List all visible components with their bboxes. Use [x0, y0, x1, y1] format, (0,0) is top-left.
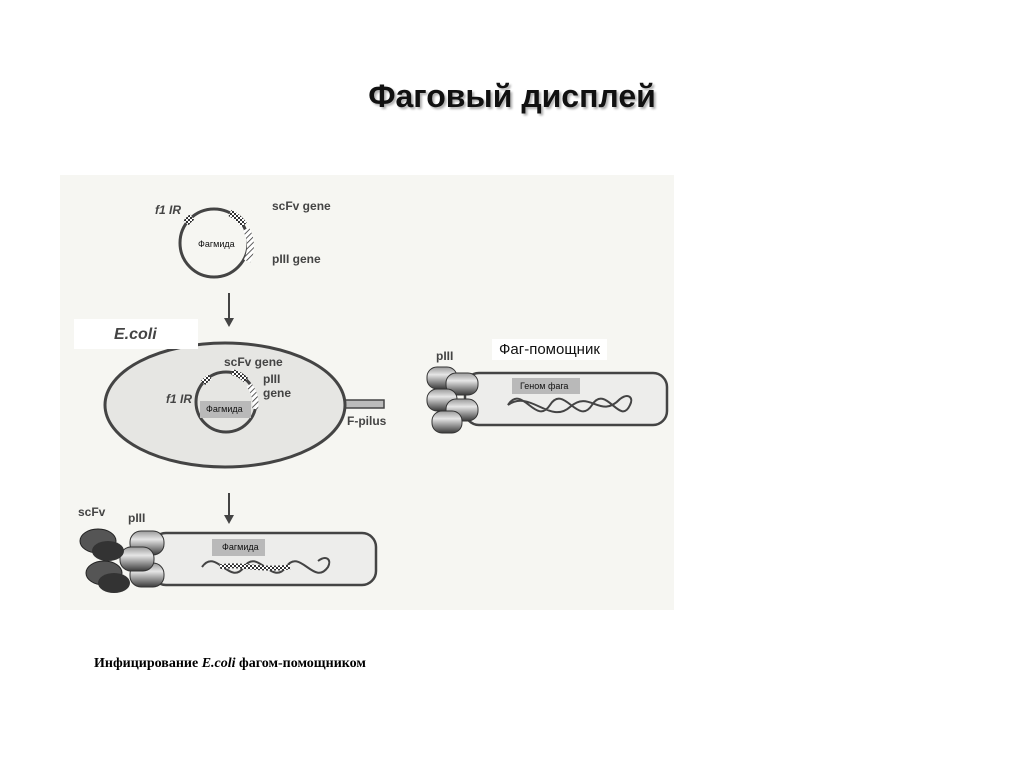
phagemid-plasmid-top — [178, 207, 254, 279]
label-piii-display: pIII — [128, 511, 146, 525]
phage-display-figure: f1 IR scFv gene pIII gene Фагмида E.coli… — [60, 175, 674, 610]
phagemid-label-top: Фагмида — [198, 239, 235, 249]
ecoli-label-bg — [74, 319, 198, 349]
piii-proteins-display — [119, 530, 165, 588]
caption-text-before: Инфицирование — [94, 656, 202, 671]
caption-text-after: фагом-помощником — [235, 656, 366, 671]
label-piii-gene-cell-bottom: gene — [263, 386, 292, 400]
helper-phage — [426, 366, 669, 434]
label-piii-gene-top: pIII gene — [272, 252, 321, 266]
phage-genome-label: Геном фага — [512, 378, 581, 394]
piii-proteins-helper — [426, 366, 479, 434]
helper-phage-label: Фаг-помощник — [492, 339, 607, 360]
diagram-drawing — [79, 207, 669, 593]
label-scfv-gene-top: scFv gene — [272, 199, 331, 213]
slide-title: Фаговый дисплей — [368, 78, 656, 114]
scfv-fragments — [79, 528, 130, 593]
label-scfv-gene-cell: scFv gene — [224, 355, 283, 369]
label-f1-ir-cell: f1 IR — [166, 392, 193, 406]
phagemid-label-display: Фагмида — [212, 539, 265, 556]
label-piii-gene-cell-top: pIII — [263, 372, 281, 386]
label-f-pilus: F-pilus — [347, 414, 387, 428]
label-f1-ir-top: f1 IR — [155, 203, 182, 217]
label-scfv: scFv — [78, 505, 106, 519]
label-piii-helper: pIII — [436, 349, 454, 363]
arrow-down-2 — [224, 493, 234, 524]
phagemid-label-cell: Фагмида — [200, 401, 251, 418]
phage-with-scfv — [79, 528, 378, 593]
label-ecoli: E.coli — [114, 326, 157, 343]
figure-caption: Инфицирование E.coli фагом-помощником — [94, 656, 366, 672]
arrow-down-1 — [224, 293, 234, 327]
caption-text-italic: E.coli — [201, 656, 236, 671]
